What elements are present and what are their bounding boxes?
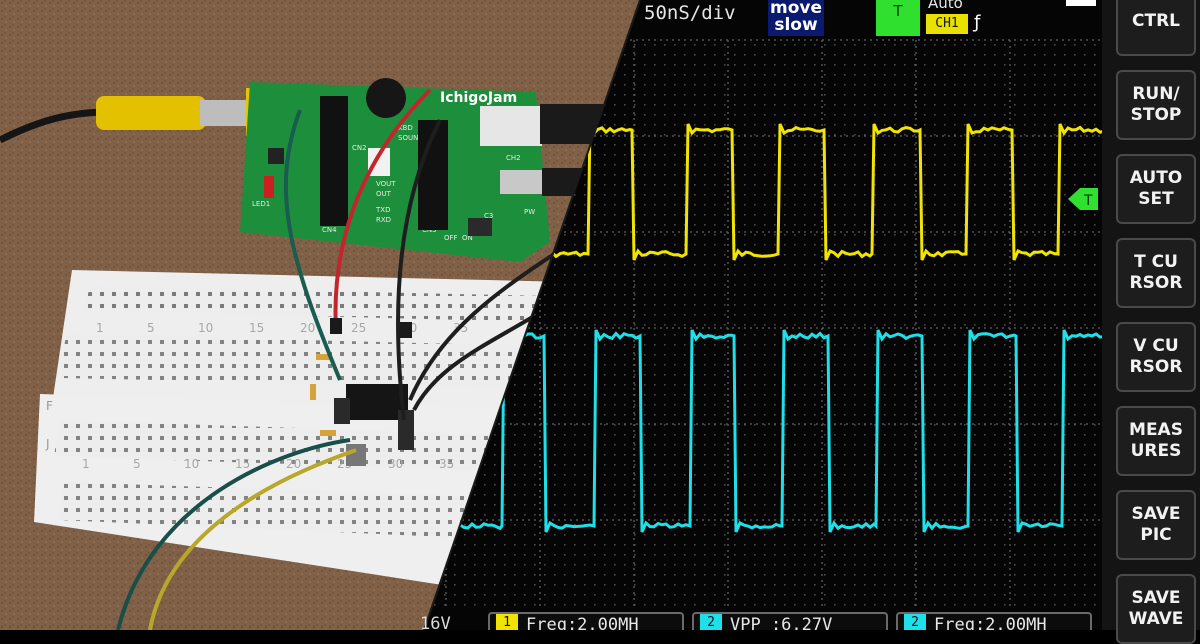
silk-label: CN2 <box>352 144 367 152</box>
auto-set-button[interactable]: AUTO SET <box>1116 154 1196 224</box>
row-letter-f: F <box>46 399 53 413</box>
buzzer <box>366 78 406 118</box>
save-wave-button[interactable]: SAVE WAVE <box>1116 574 1196 644</box>
silk-label: ON <box>462 234 473 242</box>
breadboard-number: 10 <box>184 457 199 471</box>
battery-icon <box>1066 0 1096 6</box>
silk-label: OFF <box>444 234 458 242</box>
breadboard-number: 1 <box>82 457 90 471</box>
ch2-waveform <box>424 329 1102 533</box>
red-wire <box>333 88 432 331</box>
breadboard-number: 30 <box>388 457 403 471</box>
breadboard-number: 20 <box>286 457 301 471</box>
rising-edge-icon: ƒ <box>974 12 981 33</box>
breadboard-number: 5 <box>147 321 155 335</box>
silk-label: PW <box>524 208 535 216</box>
trigger-marker-label: T <box>1083 193 1093 209</box>
breadboard-number: 1 <box>96 321 104 335</box>
channel-chip: 2 <box>700 614 722 630</box>
board-brand: IchigoJam <box>440 90 517 106</box>
silk-label: KBD <box>398 124 413 132</box>
breadboard-number: 25 <box>351 321 366 335</box>
measurement-item[interactable]: 1 Freq:2.00MH <box>488 612 684 630</box>
channel-scale-readout: 16V <box>420 614 451 634</box>
trigger-mode-readout: Auto <box>928 0 963 12</box>
silk-label: OUT <box>376 190 392 198</box>
breadboard-number: 10 <box>198 321 213 335</box>
measurement-value: Freq:2.00MH <box>526 615 639 630</box>
breadboard-number: 15 <box>235 457 250 471</box>
trigger-channel-badge[interactable]: CH1 <box>926 14 968 34</box>
breadboard-number: 20 <box>300 321 315 335</box>
slow-label: slow <box>774 15 818 35</box>
move-speed-indicator[interactable]: move slow <box>768 0 824 36</box>
save-pic-button[interactable]: SAVE PIC <box>1116 490 1196 560</box>
logic-ic <box>346 384 408 420</box>
silk-label: CH2 <box>506 154 521 162</box>
run-stop-button[interactable]: RUN/ STOP <box>1116 70 1196 140</box>
trigger-state-indicator[interactable]: T <box>876 0 920 36</box>
channel-chip: 2 <box>904 614 926 630</box>
move-label: move <box>769 0 822 18</box>
ic-socket-left <box>320 96 348 226</box>
silk-label: CN4 <box>322 226 337 234</box>
ctrl-button[interactable]: CTRL <box>1116 0 1196 56</box>
ps2-connector <box>480 106 542 146</box>
measurement-item[interactable]: 2 VPP :6.27V <box>692 612 888 630</box>
silk-label: RXD <box>376 216 391 224</box>
v-cursor-button[interactable]: V CU RSOR <box>1116 322 1196 392</box>
measurement-value: VPP :6.27V <box>730 615 833 630</box>
breadboard-number: 35 <box>439 457 454 471</box>
measures-button[interactable]: MEAS URES <box>1116 406 1196 476</box>
silk-label: TXD <box>375 206 390 214</box>
control-button-panel: CTRL RUN/ STOP AUTO SET T CU RSOR V CU RSOR M… <box>1102 0 1200 644</box>
silk-label: C3 <box>484 212 493 220</box>
t-cursor-button[interactable]: T CU RSOR <box>1116 238 1196 308</box>
microcontroller-board <box>240 82 550 262</box>
measurement-value: Freq:2.00MH <box>934 615 1047 630</box>
silk-label: SOUND <box>398 134 424 142</box>
breadboard-number: 15 <box>249 321 264 335</box>
rca-cable-plug <box>96 96 206 130</box>
silk-label: VOUT <box>376 180 396 188</box>
timebase-readout[interactable]: 50nS/div <box>644 2 736 24</box>
trigger-level-marker[interactable]: T <box>1068 188 1098 210</box>
measurement-item[interactable]: 2 Freq:2.00MH <box>896 612 1092 630</box>
teal-wire <box>283 109 342 381</box>
scene-canvas: IchigoJam KBDSOUNDPS/2 onlyCN2CN4CN3VOUT… <box>0 0 1102 631</box>
row-letter-j: J <box>45 437 50 451</box>
silk-label: LED1 <box>252 200 270 208</box>
channel-chip: 1 <box>496 614 518 630</box>
breadboard-number: 5 <box>133 457 141 471</box>
